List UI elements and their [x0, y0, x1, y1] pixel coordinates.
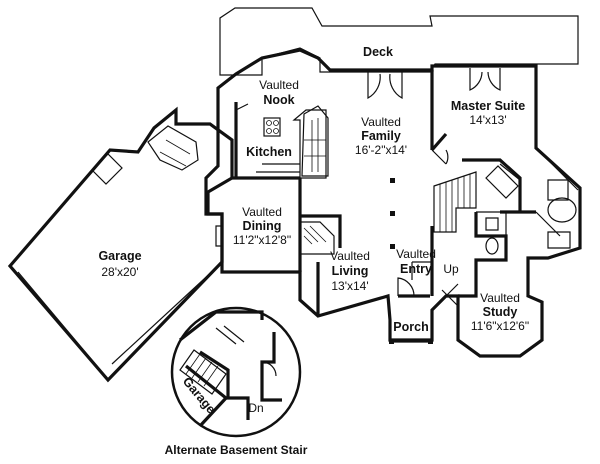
stair-treads	[439, 174, 471, 232]
bathtub	[547, 197, 577, 223]
dining-hutch	[215, 225, 222, 247]
laundry-counter	[159, 139, 191, 167]
deck-outline	[219, 7, 579, 76]
living-label: Living	[332, 264, 369, 278]
fireplace	[299, 221, 335, 255]
study-label: Study	[483, 305, 518, 319]
family-vaulted: Vaulted	[361, 115, 401, 129]
garage-step	[91, 153, 123, 185]
porch-label: Porch	[393, 320, 428, 334]
garage-door-2	[111, 267, 217, 365]
porch-column	[428, 339, 433, 344]
deck-label: Deck	[363, 45, 393, 59]
nook-label: Nook	[263, 93, 294, 107]
inset-door	[261, 361, 277, 377]
fireplace-hatch	[303, 225, 327, 245]
vanity	[485, 163, 521, 199]
inset-stair	[179, 349, 227, 395]
master-door	[431, 149, 449, 165]
burner	[273, 120, 279, 126]
study-door	[441, 283, 459, 307]
master-deck-door	[469, 68, 501, 91]
kitchen-label: Kitchen	[246, 145, 292, 159]
living-size: 13'x14'	[331, 279, 368, 293]
column	[390, 244, 395, 249]
family-label: Family	[361, 129, 401, 143]
living-vaulted: Vaulted	[330, 249, 370, 263]
inset-stair-treads	[185, 353, 219, 387]
dining-label: Dining	[243, 219, 282, 233]
dining-vaulted: Vaulted	[242, 205, 282, 219]
dining-size: 11'2"x12'8"	[233, 233, 291, 247]
entry-label: Entry	[400, 262, 432, 276]
family-size: 16'-2"x14'	[355, 143, 407, 157]
column	[390, 178, 395, 183]
toilet	[485, 237, 499, 255]
garage-wall	[7, 106, 234, 383]
stair-up-label: Up	[443, 262, 459, 276]
study-vaulted: Vaulted	[480, 291, 520, 305]
garage-label: Garage	[98, 249, 141, 263]
entry-vaulted: Vaulted	[396, 247, 436, 261]
porch	[389, 318, 433, 343]
burner	[266, 120, 272, 126]
island-grid	[304, 118, 326, 172]
garage-size: 28'x20'	[101, 265, 138, 279]
entry-closet	[411, 261, 433, 296]
main-stair	[433, 171, 477, 233]
inset-garage-wall	[185, 364, 229, 428]
column	[390, 211, 395, 216]
master-size: 14'x13'	[469, 113, 506, 127]
bath-fixture	[535, 211, 571, 249]
study-size: 11'6"x12'6"	[471, 319, 529, 333]
entry-door	[397, 277, 415, 297]
master-label: Master Suite	[451, 99, 525, 113]
master-bath	[535, 147, 579, 201]
porch-column	[389, 339, 394, 344]
garage-door-1	[17, 271, 103, 373]
burner	[273, 128, 279, 134]
inset-circle	[170, 306, 302, 438]
nook-vaulted: Vaulted	[259, 78, 299, 92]
inset-counter	[215, 325, 245, 345]
kitchen-counter	[235, 103, 327, 179]
kitchen-island	[301, 105, 329, 177]
family-deck-door	[367, 72, 403, 100]
house-outer-wall	[204, 48, 582, 358]
figure-caption: Alternate Basement Stair	[165, 443, 308, 457]
burner	[266, 128, 272, 134]
cooktop	[263, 117, 281, 137]
inset-down-label: Dn	[248, 401, 263, 415]
half-bath	[476, 211, 507, 236]
laundry-room	[147, 125, 199, 171]
